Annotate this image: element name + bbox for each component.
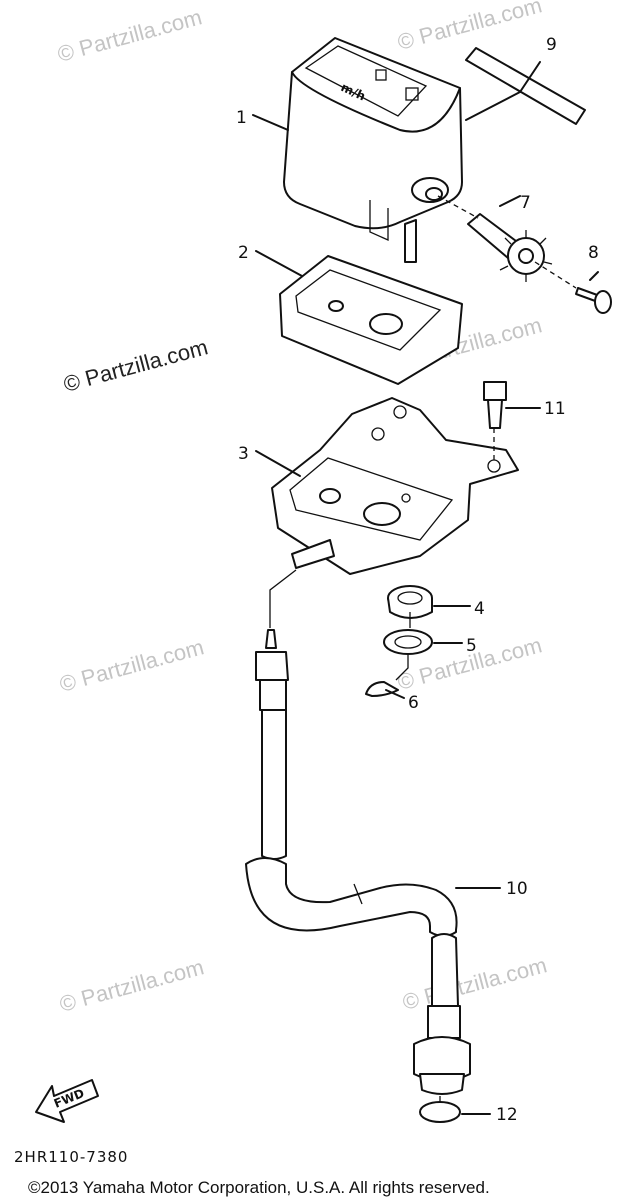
callout-4: 4 [474,599,485,619]
callout-7: 7 [520,193,531,213]
callout-10: 10 [506,879,528,899]
callout-3: 3 [238,444,249,464]
watermark: © Partzilla.com [55,4,205,67]
fwd-arrow: FWD [35,1079,99,1123]
part-3-bracket [271,397,519,575]
watermark-dark: © Partzilla.com [61,334,211,397]
callout-11: 11 [544,399,566,419]
callout-1: 1 [236,108,247,128]
part-8-screw [575,287,612,314]
part-2-gasket [279,255,463,385]
leader-lines [252,61,599,1115]
part-9-strip [465,47,586,125]
callout-2: 2 [238,243,249,263]
copyright: ©2013 Yamaha Motor Corporation, U.S.A. A… [28,1178,490,1197]
watermark: © Partzilla.com [57,634,207,697]
watermark: © Partzilla.com [400,952,550,1015]
part-4-grommet [387,585,433,619]
part-12-o-ring [419,1101,461,1123]
assembly-lines [269,195,577,1102]
part-11-bolt [483,381,507,429]
part-5-washer [383,629,433,655]
part-10-cable [245,629,471,1095]
watermark: © Partzilla.com [57,954,207,1017]
callout-8: 8 [588,243,599,263]
callouts: 1 2 3 4 5 6 7 8 9 10 11 12 [236,35,599,1125]
watermark: © Partzilla.com [395,0,545,55]
part-7-drive-gear [467,213,553,282]
callout-12: 12 [496,1105,518,1125]
diagram-code: 2HR110-7380 [14,1148,128,1166]
callout-6: 6 [408,693,419,713]
callout-9: 9 [546,35,557,55]
callout-5: 5 [466,636,477,656]
part-6-clip [365,681,399,697]
part-1-meter-housing: m/h [283,37,463,263]
